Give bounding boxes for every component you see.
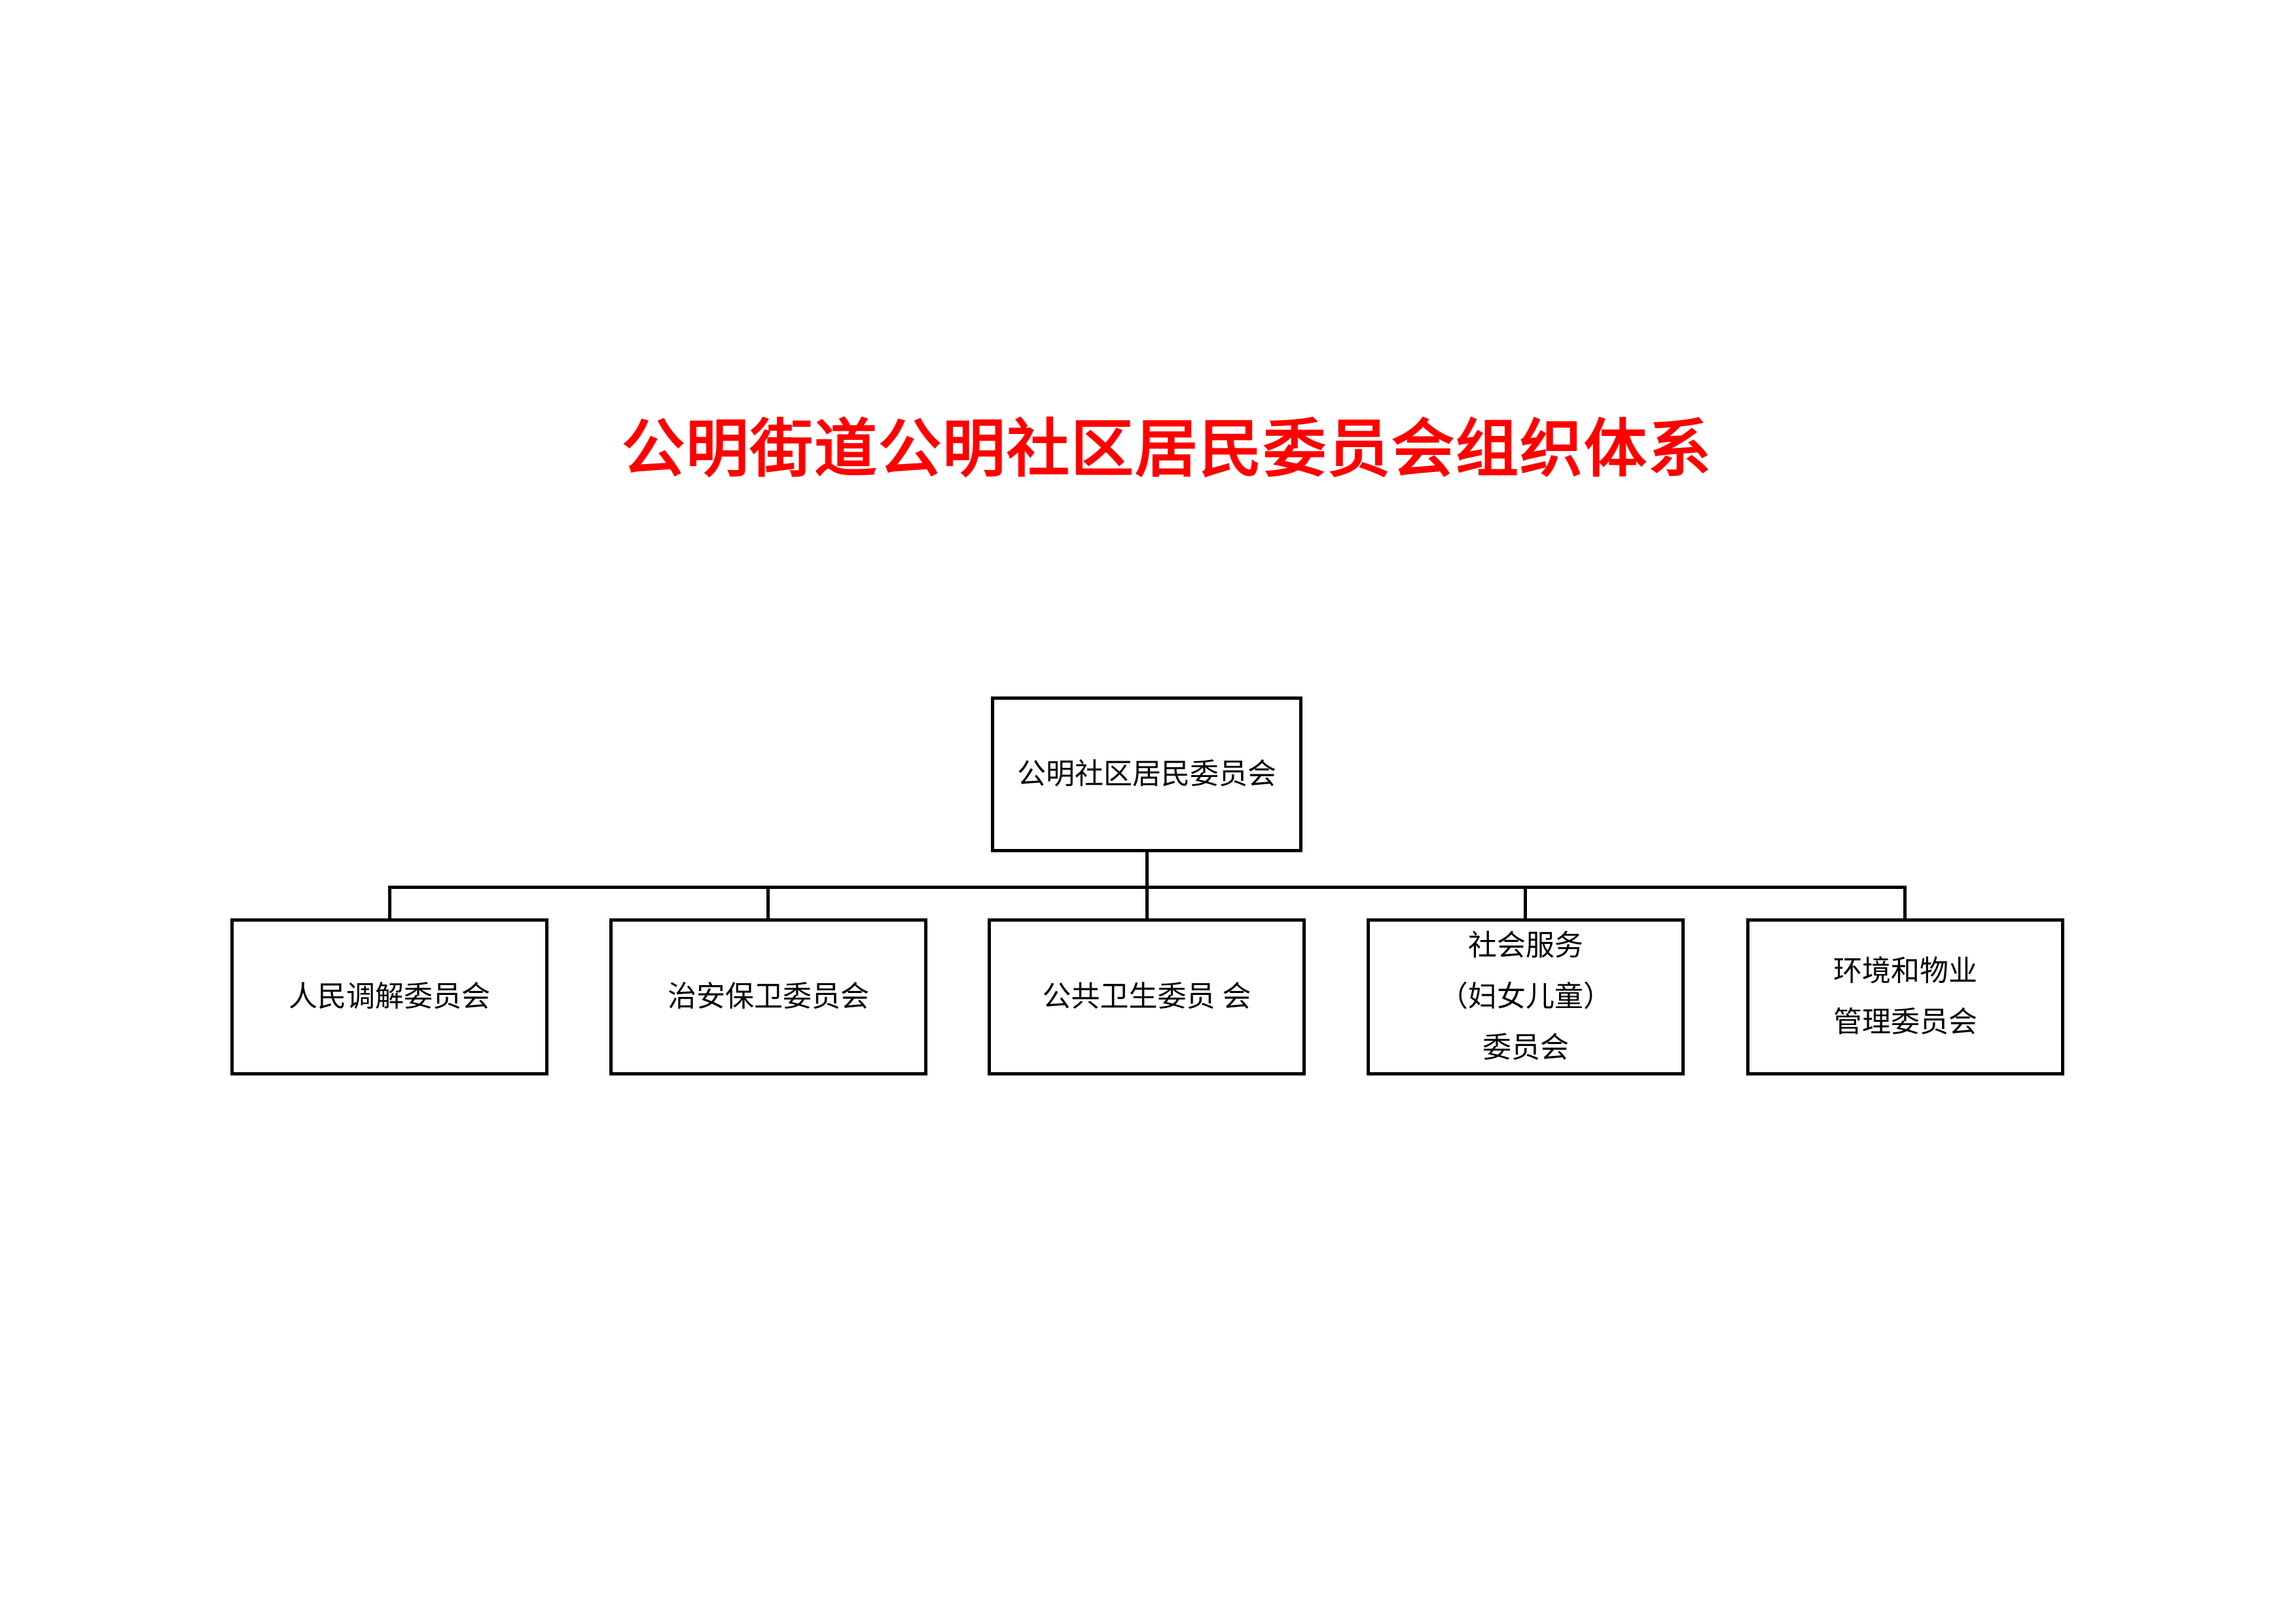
box-label-line: 治安保卫委员会 bbox=[668, 981, 869, 1013]
box-label-line: 环境和物业 bbox=[1833, 955, 1977, 987]
mediation-committee-box: 人民调解委员会 bbox=[230, 918, 548, 1075]
box-label-line: 委员会 bbox=[1482, 1032, 1569, 1064]
box-label-line: 公共卫生委员 会 bbox=[1042, 981, 1251, 1013]
box-label-line: 管理委员会 bbox=[1833, 1006, 1977, 1038]
connector-horizontal bbox=[388, 886, 1907, 889]
box-label-line: （妇女儿童） bbox=[1439, 981, 1612, 1013]
connector-root-vertical bbox=[1145, 852, 1149, 918]
public-health-committee-box: 公共卫生委员 会 bbox=[988, 918, 1306, 1075]
social-service-committee-box: 社会服务 （妇女儿童） 委员会 bbox=[1367, 918, 1685, 1075]
connector-drop-environment bbox=[1903, 886, 1907, 918]
page-title: 公明街道公明社区居民委员会组织体系 bbox=[622, 414, 1712, 484]
security-committee-box: 治安保卫委员会 bbox=[609, 918, 927, 1075]
connector-drop-mediation bbox=[388, 886, 391, 918]
connector-drop-security bbox=[766, 886, 770, 918]
box-label-line: 公明社区居民委员会 bbox=[1017, 758, 1276, 790]
connector-drop-social-service bbox=[1524, 886, 1527, 918]
root-committee-box: 公明社区居民委员会 bbox=[991, 696, 1302, 852]
box-label-line: 社会服务 bbox=[1468, 929, 1583, 962]
box-label-line: 人民调解委员会 bbox=[289, 981, 490, 1013]
environment-property-committee-box: 环境和物业 管理委员会 bbox=[1746, 918, 2064, 1075]
